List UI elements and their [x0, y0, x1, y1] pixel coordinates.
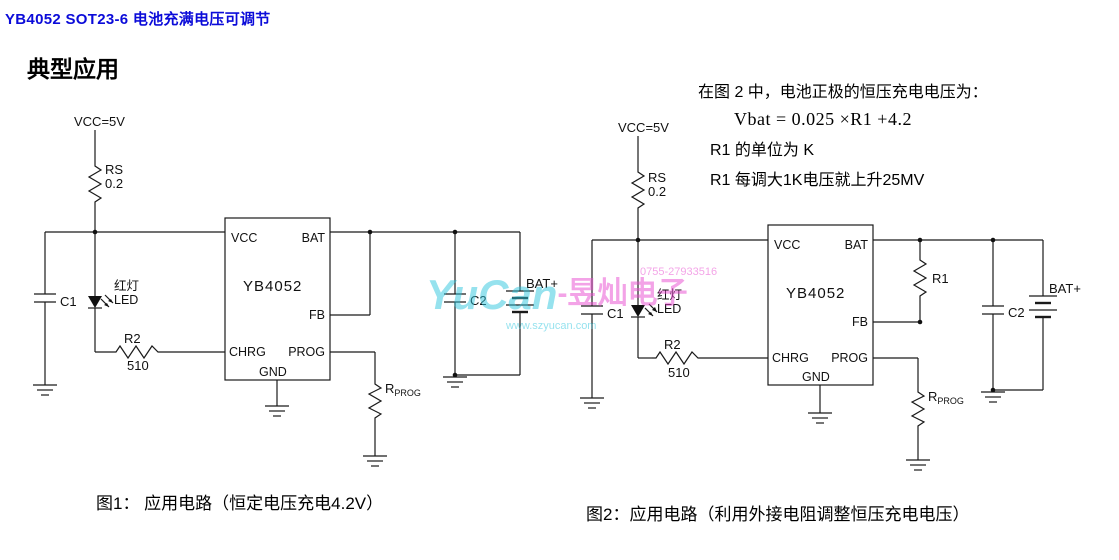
- doc-title: YB4052 SOT23-6 电池充满电压可调节: [5, 11, 271, 28]
- fig1-r2-value: 510: [127, 358, 149, 373]
- fig1-led-color-label: 红灯: [114, 278, 139, 293]
- fig2-bat-plus-label: BAT+: [1049, 281, 1081, 296]
- fig1-pin-chrg: CHRG: [229, 345, 266, 359]
- fig1-capacitor-c1: [34, 293, 56, 303]
- fig1-pin-bat: BAT: [302, 231, 326, 245]
- fig2-battery-symbol: [1029, 295, 1057, 319]
- fig2-r2-value: 510: [668, 365, 690, 380]
- figure2-circuit: VCC BAT YB4052 FB CHRG PROG GND: [579, 120, 1081, 471]
- fig1-led-symbol: [88, 294, 114, 309]
- fig1-c1-label: C1: [60, 294, 77, 309]
- fig1-pin-fb: FB: [309, 308, 325, 322]
- fig1-resistor-r2: [112, 344, 164, 360]
- fig2-c2-label: C2: [1008, 305, 1025, 320]
- fig1-pin-gnd: GND: [259, 365, 287, 379]
- fig2-pin-bat: BAT: [845, 238, 869, 252]
- fig2-vcc-label: VCC=5V: [618, 120, 669, 135]
- ground-symbol: [442, 376, 468, 388]
- fig2-wires: [591, 136, 1044, 460]
- fig1-ic-yb4052: VCC BAT YB4052 FB CHRG PROG GND: [224, 217, 331, 381]
- fig2-pin-gnd: GND: [802, 370, 830, 384]
- fig2-pin-vcc: VCC: [774, 238, 800, 252]
- fig1-led-label: LED: [114, 293, 138, 307]
- ground-symbol: [905, 459, 931, 471]
- fig1-rs-label: RS: [105, 162, 123, 177]
- fig2-resistor-r1: [912, 256, 928, 299]
- fig1-caption: 图1： 应用电路（恒定电压充电4.2V）: [96, 494, 384, 513]
- fig1-bat-plus-label: BAT+: [526, 276, 558, 291]
- fig2-rs-value: 0.2: [648, 184, 666, 199]
- ground-symbol: [264, 405, 290, 417]
- note-intro: 在图 2 中，电池正极的恒压充电电压为：: [698, 84, 988, 101]
- fig2-led-label: LED: [657, 302, 681, 316]
- fig2-resistor-r2: [652, 350, 704, 366]
- fig1-wires: [44, 130, 521, 456]
- fig1-battery-symbol: [506, 290, 534, 314]
- fig1-rprog-label: RPROG: [385, 381, 421, 398]
- fig2-resistor-rs: [630, 168, 646, 212]
- fig2-ic-yb4052: VCC BAT YB4052 FB CHRG PROG GND: [767, 224, 874, 386]
- fig2-rprog-label: RPROG: [928, 389, 964, 406]
- fig1-capacitor-c2: [444, 293, 466, 303]
- fig1-resistor-rs: [87, 162, 103, 205]
- ground-symbol: [362, 455, 388, 467]
- fig2-capacitor-c1: [581, 305, 603, 315]
- fig2-rs-label: RS: [648, 170, 666, 185]
- ground-symbol: [32, 384, 58, 396]
- fig1-resistor-rprog: [367, 380, 383, 424]
- fig2-pin-fb: FB: [852, 315, 868, 329]
- fig2-ic-name: YB4052: [786, 285, 845, 302]
- fig1-pin-prog: PROG: [288, 345, 325, 359]
- fig1-r2-label: R2: [124, 331, 141, 346]
- fig1-c2-label: C2: [470, 293, 487, 308]
- ground-symbol: [807, 412, 833, 424]
- fig2-caption: 图2：应用电路（利用外接电阻调整恒压充电电压）: [586, 505, 970, 524]
- fig2-pin-chrg: CHRG: [772, 351, 809, 365]
- figure1-circuit: VCC BAT YB4052 FB CHRG PROG GND VCC=5: [32, 114, 558, 467]
- notes-block: 在图 2 中，电池正极的恒压充电电压为： Vbat = 0.025 ×R1 +4…: [698, 78, 988, 190]
- note-step: R1 每调大1K电压就上升25MV: [710, 172, 925, 189]
- fig2-c1-label: C1: [607, 306, 624, 321]
- fig2-capacitor-c2: [982, 305, 1004, 315]
- note-formula: Vbat = 0.025 ×R1 +4.2: [734, 109, 912, 129]
- fig1-vcc-label: VCC=5V: [74, 114, 125, 129]
- fig2-junctions: [635, 237, 996, 393]
- fig1-junctions: [92, 229, 458, 378]
- fig2-led-color-label: 红灯: [657, 287, 682, 302]
- ground-symbol: [579, 397, 605, 409]
- fig1-rs-value: 0.2: [105, 176, 123, 191]
- fig2-pin-prog: PROG: [831, 351, 868, 365]
- fig2-led-symbol: [631, 303, 658, 318]
- fig1-ic-name: YB4052: [243, 278, 302, 295]
- fig2-r2-label: R2: [664, 337, 681, 352]
- note-unit: R1 的单位为 K: [710, 142, 815, 159]
- section-heading: 典型应用: [27, 56, 119, 82]
- fig1-pin-vcc: VCC: [231, 231, 257, 245]
- ground-symbol: [980, 391, 1006, 403]
- fig2-r1-label: R1: [932, 271, 949, 286]
- fig2-resistor-rprog: [910, 388, 926, 432]
